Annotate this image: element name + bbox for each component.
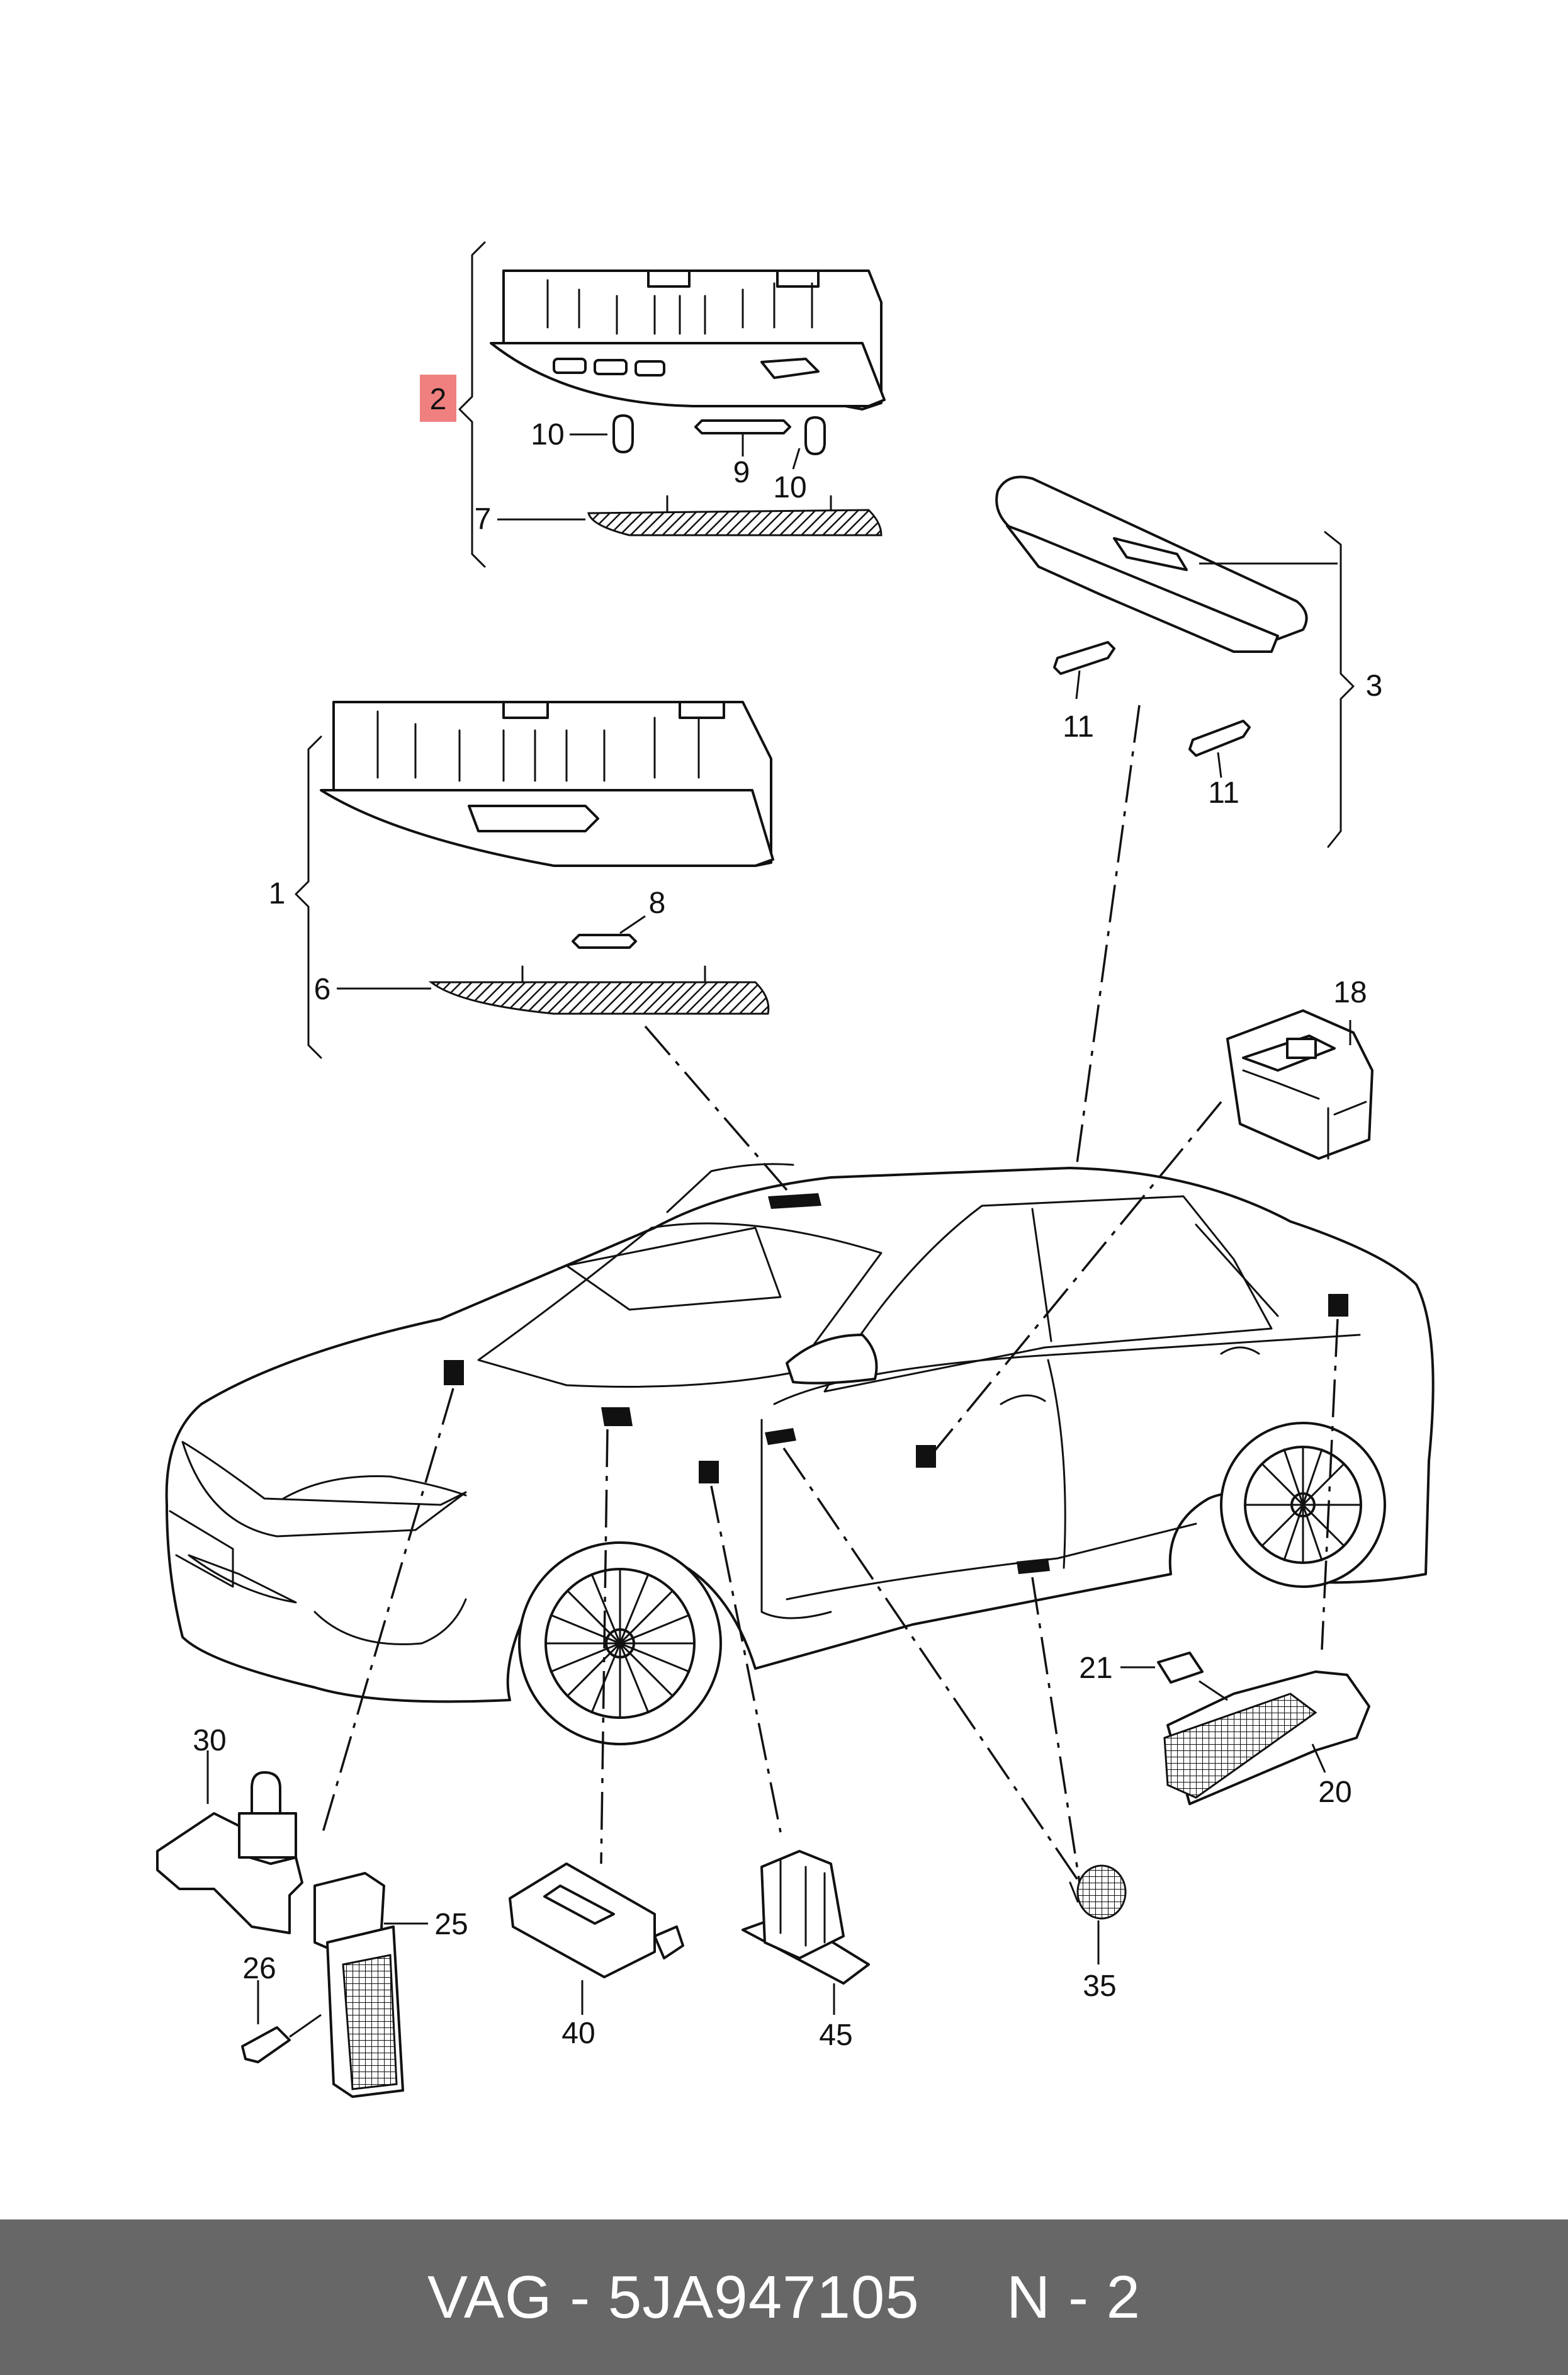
callout-40: 40 <box>561 2017 595 2050</box>
callout-6: 6 <box>314 973 331 1006</box>
part-number-footer: VAG - 5JA947105 N - 2 <box>0 2219 1568 2375</box>
switch-18 <box>1226 1009 1373 1160</box>
callout-10a: 10 <box>531 418 564 451</box>
bulb-9 <box>694 419 791 456</box>
interior-light-unit-2 <box>458 241 886 568</box>
callout-30: 30 <box>193 1724 226 1757</box>
interior-light-unit-1 <box>295 701 774 1059</box>
callout-9: 9 <box>733 456 750 489</box>
bulb-21 <box>1120 1652 1228 1701</box>
footer-text: VAG - 5JA947105 N - 2 <box>427 2263 1141 2331</box>
callout-35: 35 <box>1083 1970 1116 2003</box>
bulb-26 <box>241 1980 322 2063</box>
callout-2: 2 <box>430 383 447 416</box>
reading-light-unit-3 <box>995 475 1355 848</box>
switch-45 <box>742 1850 870 2015</box>
callout-2-highlight <box>420 375 456 422</box>
location-markers <box>444 1193 1348 1574</box>
car-body <box>165 1163 1435 1745</box>
leader-lines <box>320 705 1339 1883</box>
callout-21: 21 <box>1079 1652 1112 1685</box>
callout-10b: 10 <box>773 471 806 504</box>
callout-26: 26 <box>242 1952 276 1985</box>
bulb-10b <box>804 416 826 455</box>
callout-18: 18 <box>1333 976 1367 1009</box>
callout-11a: 11 <box>1063 710 1094 744</box>
callout-3: 3 <box>1366 669 1383 703</box>
door-contact-35 <box>1069 1864 1127 1964</box>
parts-diagram: 2 10 9 10 7 3 11 11 8 1 6 18 21 20 30 25… <box>156 241 1435 2098</box>
callout-20: 20 <box>1318 1776 1351 1809</box>
callout-7: 7 <box>475 502 492 536</box>
bulb-11a <box>1053 641 1115 700</box>
lens-6 <box>428 965 770 1015</box>
bulb-11b <box>1188 720 1251 778</box>
sensor-30 <box>156 1750 303 1934</box>
footwell-light-25 <box>313 1872 428 2098</box>
bulb-8 <box>572 915 646 949</box>
bulb-10a <box>612 414 634 453</box>
callout-25: 25 <box>434 1908 468 1941</box>
callout-8: 8 <box>649 887 666 920</box>
lens-7 <box>587 495 883 536</box>
module-40 <box>509 1862 684 2015</box>
callout-1: 1 <box>269 877 286 910</box>
luggage-light-20 <box>1163 1670 1370 1805</box>
callout-45: 45 <box>819 2019 852 2052</box>
callout-11b: 11 <box>1208 776 1239 810</box>
